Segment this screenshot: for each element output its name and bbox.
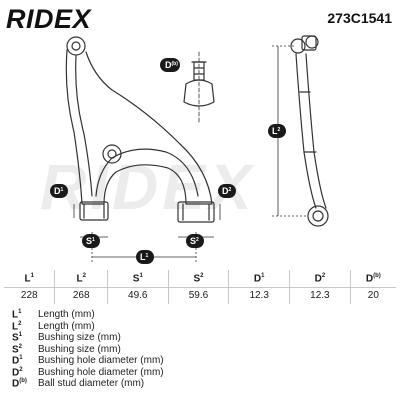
svg-text:D(b): D(b) bbox=[165, 60, 178, 70]
spec-value-l2: 268 bbox=[54, 287, 108, 304]
spec-value-db: 20 bbox=[367, 290, 379, 302]
spec-header-d1: D1 bbox=[228, 270, 291, 288]
spec-header-db: D(b) bbox=[350, 270, 396, 288]
control-arm-side-view bbox=[290, 35, 329, 227]
header: RIDEX 273C1541 bbox=[0, 0, 400, 34]
badge-l1: L1 bbox=[136, 250, 154, 264]
brand-logo: RIDEX bbox=[6, 4, 92, 34]
svg-text:S1: S1 bbox=[86, 236, 95, 246]
ball-joint-detail bbox=[183, 51, 215, 125]
control-arm-drawing: D(b) D1 D2 S1 S2 L1 bbox=[50, 35, 329, 264]
spec-header-d2: D2 bbox=[289, 270, 351, 288]
badge-s2: S2 bbox=[186, 234, 204, 248]
spec-header-s1: S1 bbox=[107, 270, 169, 288]
spec-value-s1: 49.6 bbox=[107, 287, 169, 304]
spec-header-l1: L1 bbox=[4, 270, 56, 288]
badge-l2: L2 bbox=[268, 124, 286, 138]
technical-drawing: RIDEX bbox=[0, 32, 400, 268]
control-arm-front-view bbox=[65, 36, 215, 223]
spec-header-l2: L2 bbox=[54, 270, 108, 288]
badge-s1: S1 bbox=[82, 234, 100, 248]
spec-value-row: 228 268 49.6 59.6 12.3 12.3 20 bbox=[4, 287, 396, 304]
badge-d-ball: D(b) bbox=[160, 58, 180, 72]
watermark: RIDEX bbox=[40, 151, 256, 223]
spec-value-d2: 12.3 bbox=[289, 287, 351, 304]
part-number: 273C1541 bbox=[327, 10, 392, 26]
svg-text:D2: D2 bbox=[222, 186, 232, 196]
svg-text:D1: D1 bbox=[54, 186, 64, 196]
svg-text:L2: L2 bbox=[272, 126, 281, 136]
badge-d1: D1 bbox=[50, 184, 68, 198]
spec-table: L1 L2 S1 S2 D1 D2 D(b) 228 268 49.6 59.6… bbox=[4, 270, 396, 304]
spec-header-s2: S2 bbox=[168, 270, 230, 288]
svg-text:S2: S2 bbox=[190, 236, 199, 246]
spec-value-d1: 12.3 bbox=[228, 287, 291, 304]
badge-d2: D2 bbox=[218, 184, 236, 198]
spec-header-row: L1 L2 S1 S2 D1 D2 D(b) bbox=[4, 270, 396, 288]
spec-value-s2: 59.6 bbox=[168, 287, 230, 304]
svg-text:L1: L1 bbox=[140, 252, 149, 262]
spec-value-l1: 228 bbox=[4, 287, 56, 304]
legend-item: D(b)Ball stud diameter (mm) bbox=[12, 378, 145, 390]
